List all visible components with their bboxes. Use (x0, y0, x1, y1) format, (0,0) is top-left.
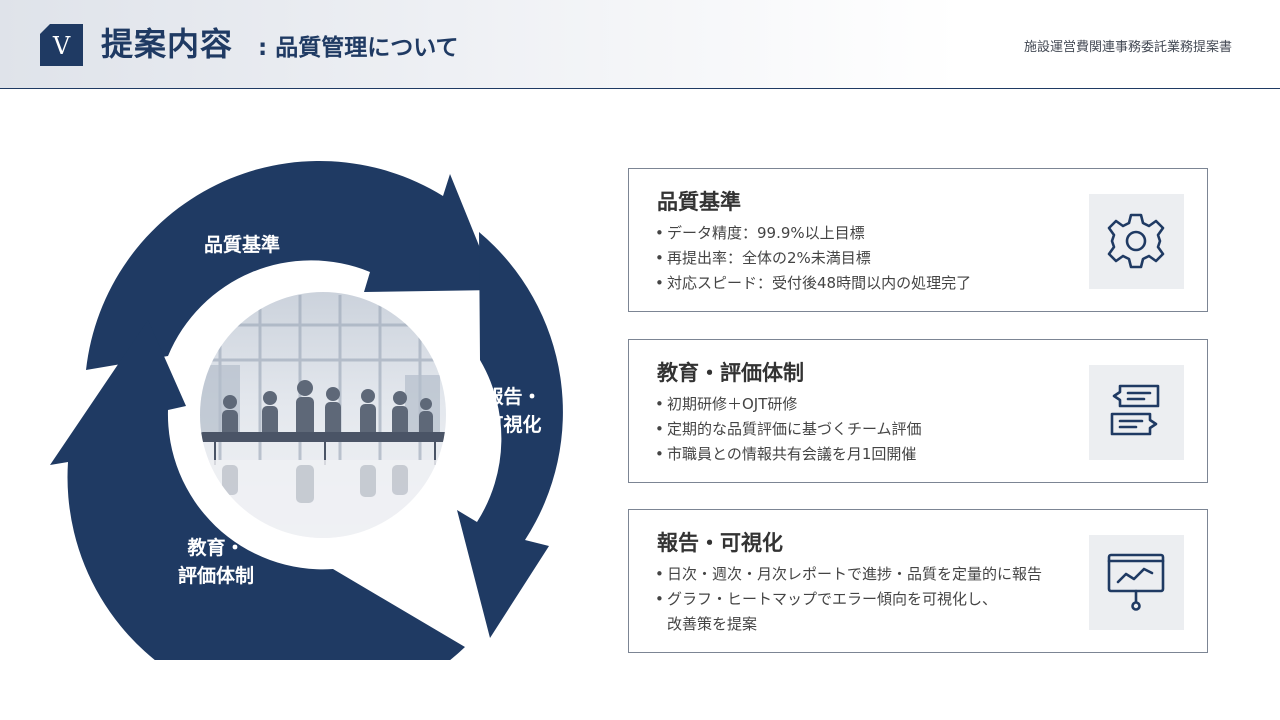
list-item: •再提出率：全体の2%未満目標 (655, 249, 871, 267)
card-item-list: •日次・週次・月次レポートで進捗・品質を定量的に報告 •グラフ・ヒートマップでエ… (655, 562, 1042, 637)
cycle-label-reporting-line1: 報告・ (484, 385, 541, 408)
gear-icon (1089, 194, 1184, 289)
logo: V (40, 24, 83, 66)
list-item: •定期的な品質評価に基づくチーム評価 (655, 420, 922, 438)
document-name: 施設運営費関連事務委託業務提案書 (1023, 40, 1232, 55)
list-item: •日次・週次・月次レポートで進捗・品質を定量的に報告 (655, 565, 1043, 583)
card-item-list: •データ精度：99.9%以上目標 •再提出率：全体の2%未満目標 •対応スピード… (655, 221, 971, 296)
cycle-label-training-line1: 教育・ (187, 536, 244, 559)
page-title: 提案内容 (101, 25, 234, 63)
card-title: 教育・評価体制 (657, 361, 804, 385)
page-subtitle: : 品質管理について (258, 35, 459, 61)
slide-header: V 提案内容 : 品質管理について 施設運営費関連事務委託業務提案書 (0, 0, 1280, 89)
cycle-label-quality-standard: 品質基準 (204, 233, 280, 256)
cycle-arrow-quality-standard (86, 160, 497, 370)
cycle-label-training-line2: 評価体制 (178, 564, 254, 587)
logo-letter: V (52, 32, 71, 60)
quality-cycle-diagram: 品質基準 報告・ 可視化 教育・ 評価体制 (50, 160, 563, 660)
cycle-arrow-reporting (457, 232, 563, 638)
card-quality-standard: 品質基準 •データ精度：99.9%以上目標 •再提出率：全体の2%未満目標 •対… (628, 168, 1208, 312)
list-item-continuation: 改善策を提案 (667, 615, 758, 633)
meeting-photo (200, 292, 446, 538)
list-item: •グラフ・ヒートマップでエラー傾向を可視化し、 (655, 590, 998, 608)
card-training-evaluation: 教育・評価体制 •初期研修＋OJT研修 •定期的な品質評価に基づくチーム評価 •… (628, 339, 1208, 483)
card-title: 報告・可視化 (657, 531, 783, 555)
list-item: •データ精度：99.9%以上目標 (655, 224, 865, 242)
cycle-label-reporting-line2: 可視化 (484, 413, 541, 436)
card-item-list: •初期研修＋OJT研修 •定期的な品質評価に基づくチーム評価 •市職員との情報共… (655, 392, 922, 467)
cycle-arrow-training (50, 320, 465, 660)
card-reporting-visualization: 報告・可視化 •日次・週次・月次レポートで進捗・品質を定量的に報告 •グラフ・ヒ… (628, 509, 1208, 653)
card-title: 品質基準 (657, 190, 741, 214)
chat-bubbles-icon (1089, 365, 1184, 460)
list-item: •市職員との情報共有会議を月1回開催 (655, 445, 917, 463)
list-item: •初期研修＋OJT研修 (655, 395, 798, 413)
list-item: •対応スピード：受付後48時間以内の処理完了 (655, 274, 972, 292)
presentation-chart-icon (1089, 535, 1184, 630)
logo-fold (40, 24, 50, 34)
